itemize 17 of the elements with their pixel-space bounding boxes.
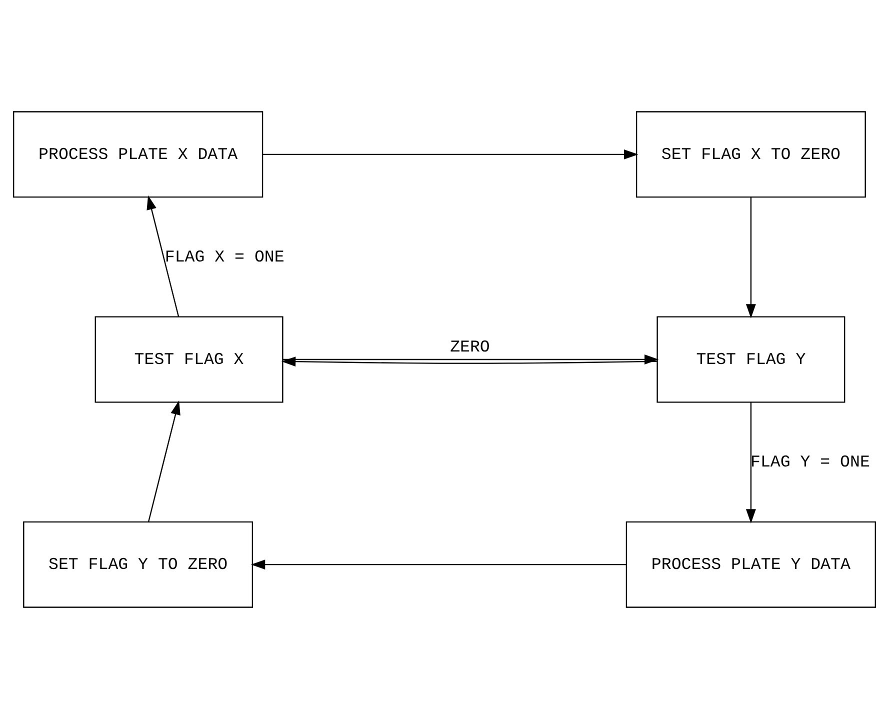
node-box: TEST FLAG X — [94, 316, 284, 403]
node-box: PROCESS PLATE X DATA — [13, 111, 264, 198]
node-box: PROCESS PLATE Y DATA — [626, 521, 876, 608]
edge-label: ZERO — [450, 337, 490, 356]
arrow — [746, 402, 756, 524]
arrow — [746, 197, 756, 318]
arrow — [146, 195, 180, 317]
edge-label: FLAG Y = ONE — [750, 452, 870, 472]
arrow — [250, 560, 626, 570]
node-box: TEST FLAG Y — [656, 316, 846, 403]
arrow — [262, 149, 638, 160]
edge-label: FLAG X = ONE — [164, 247, 284, 266]
node-box: SET FLAG Y TO ZERO — [23, 521, 254, 608]
arrow — [282, 354, 659, 364]
node-box: SET FLAG X TO ZERO — [636, 111, 866, 198]
arrow — [281, 356, 657, 367]
arrow — [148, 400, 180, 522]
